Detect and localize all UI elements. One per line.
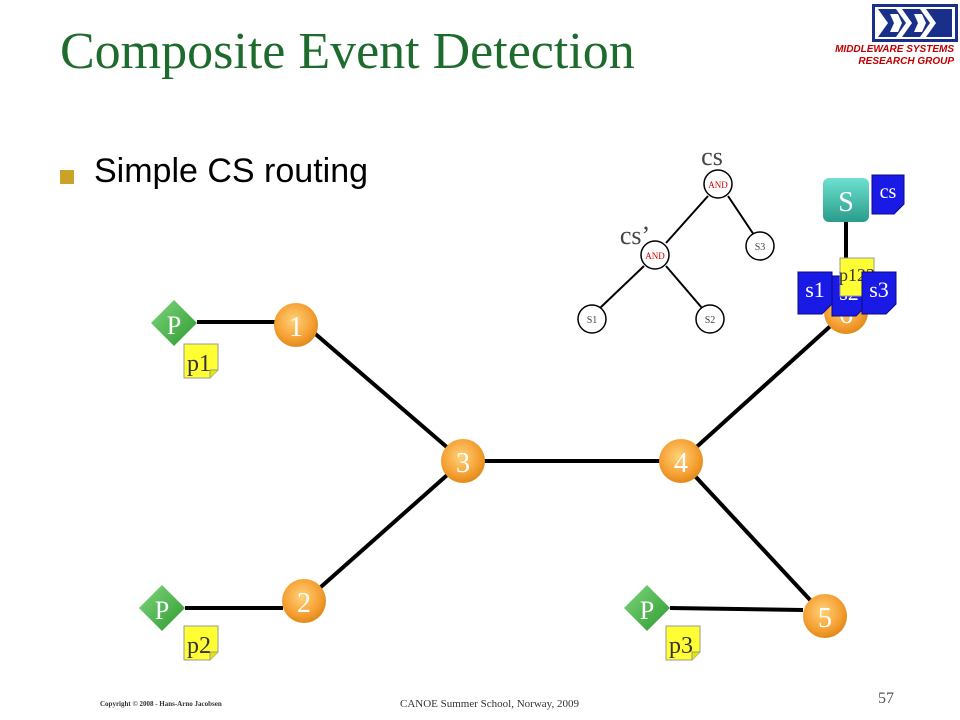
adv-note-p3: p3 xyxy=(665,625,701,661)
tag-label-s1: s1 xyxy=(805,277,825,302)
link-2-3 xyxy=(303,459,465,603)
logo: MIDDLEWARE SYSTEMS RESEARCH GROUP xyxy=(812,4,960,68)
broker-node-1: 1 xyxy=(274,303,318,347)
broker-label-2: 2 xyxy=(297,588,311,619)
publisher-3: P xyxy=(624,585,670,631)
tag-label-s3: s3 xyxy=(869,277,889,302)
link-p3-5 xyxy=(669,606,804,612)
tree-leaf-s2: S2 xyxy=(695,304,725,334)
adv-label-p2: p2 xyxy=(187,633,211,659)
link-4-6 xyxy=(679,310,848,463)
broker-label-1: 1 xyxy=(289,312,303,343)
bullet-text: Simple CS routing xyxy=(94,152,369,190)
tree-leaf-s1: S1 xyxy=(577,304,607,334)
adv-label-p3: p3 xyxy=(669,633,693,659)
publisher-label-1: P xyxy=(167,311,181,340)
tag-s3: s3 xyxy=(861,271,897,315)
broker-node-3: 3 xyxy=(441,439,485,483)
tree-root-label: cs xyxy=(701,142,723,171)
subscription-label: cs xyxy=(880,181,897,203)
adv-note-p2: p2 xyxy=(183,625,219,661)
adv-note-p1: p1 xyxy=(183,343,219,379)
broker-node-2: 2 xyxy=(282,579,326,623)
tree-leaf-s3: S3 xyxy=(745,231,775,261)
broker-node-5: 5 xyxy=(803,594,847,638)
publisher-2: P xyxy=(139,585,185,631)
tree-edges xyxy=(599,195,755,309)
footer-copyright: Copyright © 2008 - Hans-Arno Jacobsen xyxy=(100,700,222,708)
composite-tree: cs cs’ AND AND S3 S1 S2 xyxy=(577,142,775,334)
bullet-square-icon xyxy=(60,170,74,184)
broker-label-4: 4 xyxy=(674,448,688,479)
tree-leaf-label-s1: S1 xyxy=(587,315,598,326)
footer-center-text: CANOE Summer School, Norway, 2009 xyxy=(400,698,579,710)
logo-mark-icon xyxy=(872,4,958,42)
tree-root-op: AND xyxy=(708,180,728,190)
broker-node-4: 4 xyxy=(659,439,703,483)
adv-label-p1: p1 xyxy=(187,351,211,377)
logo-text: MIDDLEWARE SYSTEMS RESEARCH GROUP xyxy=(794,44,954,68)
broker-label-5: 5 xyxy=(818,603,832,634)
subscriber-label: S xyxy=(838,187,854,218)
tree-sub-and: AND xyxy=(640,240,670,270)
subscriber-node: S xyxy=(823,178,869,222)
link-4-5 xyxy=(679,459,827,618)
tree-root-and: AND xyxy=(703,169,733,199)
tree-leaf-label-s2: S2 xyxy=(705,315,716,326)
tree-sub-op: AND xyxy=(645,251,665,261)
tree-leaf-label-s3: S3 xyxy=(755,242,766,253)
broker-label-3: 3 xyxy=(456,448,470,479)
network-links xyxy=(185,222,848,618)
page-number: 57 xyxy=(878,690,894,707)
logo-line-1: MIDDLEWARE SYSTEMS xyxy=(835,44,954,55)
tag-s1: s1 xyxy=(797,271,833,315)
logo-line-2: RESEARCH GROUP xyxy=(858,56,954,67)
subscription-tag-cs: cs xyxy=(871,174,905,215)
publisher-1: P xyxy=(151,300,197,346)
publisher-label-2: P xyxy=(155,596,169,625)
slide-title: Composite Event Detection xyxy=(60,23,635,80)
link-1-3 xyxy=(303,323,465,463)
publisher-label-3: P xyxy=(640,596,654,625)
